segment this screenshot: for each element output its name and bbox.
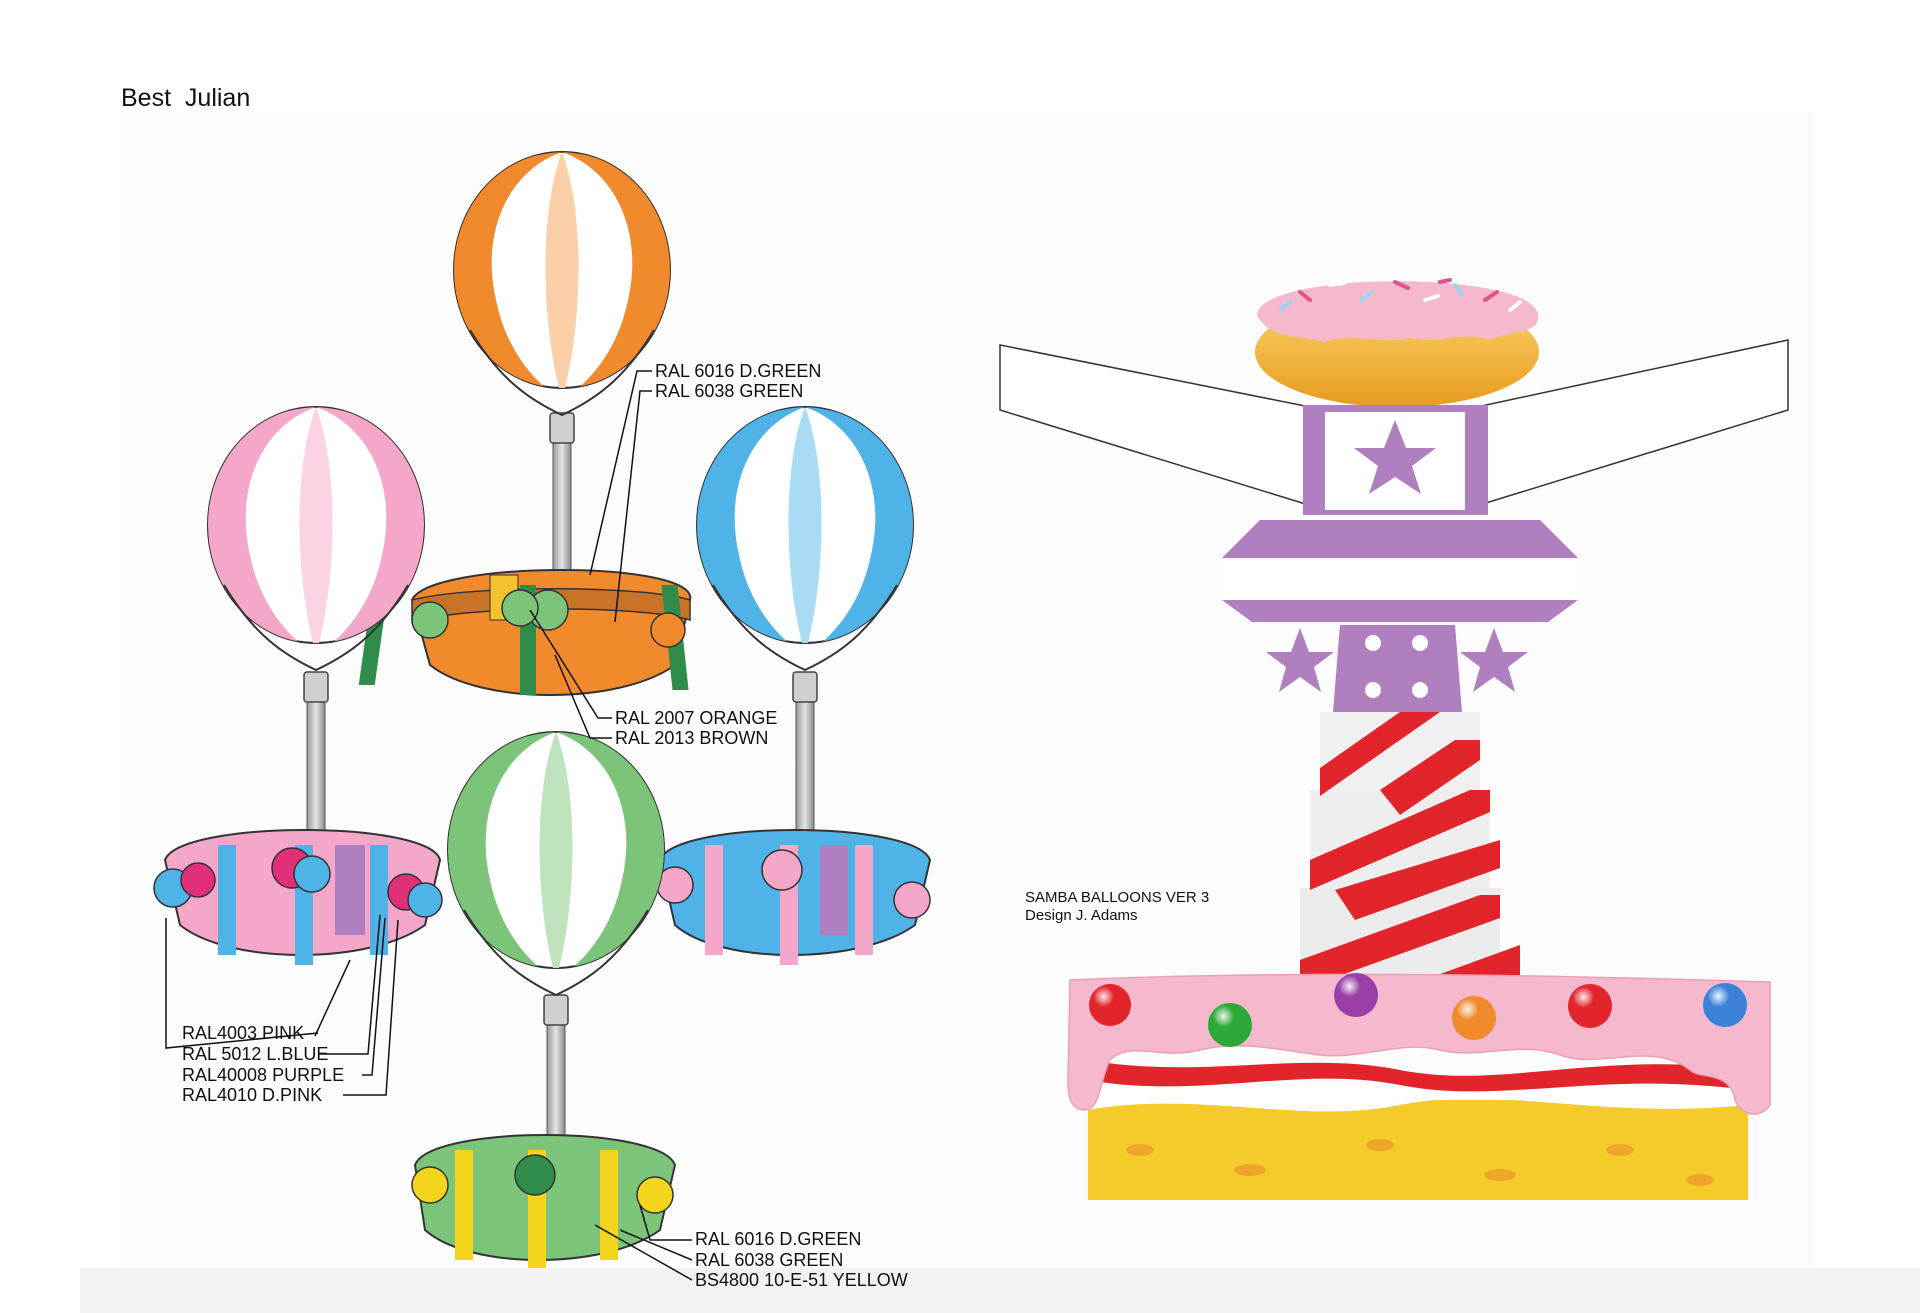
pink-balloon-callouts: RAL4003 PINK RAL 5012 L.BLUE RAL40008 PU…: [182, 1023, 344, 1105]
lower-plate: [1222, 600, 1578, 622]
callout-green-2: RAL 6038 GREEN: [695, 1250, 843, 1270]
upper-plate: [1222, 520, 1578, 558]
star-icon: [1354, 420, 1436, 494]
callout-leader-lines: [165, 370, 693, 1281]
cake-base-illustration: [1067, 973, 1771, 1200]
star-icon: [1460, 628, 1528, 692]
callout-green-1: RAL 6016 D.GREEN: [695, 1229, 861, 1249]
star-icon: [1266, 628, 1334, 692]
page-heading: Best Julian: [121, 84, 251, 112]
centre-column-illustration: [999, 278, 1789, 1200]
orange-balloon-callouts: RAL 6016 D.GREEN RAL 6038 GREEN RAL 2007…: [615, 361, 821, 748]
green-balloon-illustration: [411, 731, 677, 1268]
callout-pink-1: RAL4003 PINK: [182, 1023, 304, 1043]
callout-pink-4: RAL4010 D.PINK: [182, 1085, 322, 1105]
bottom-band: [80, 1268, 1920, 1313]
candy-stripe-pole: [1282, 712, 1520, 1026]
callout-orange-4: RAL 2013 BROWN: [615, 728, 768, 748]
callout-orange-2: RAL 6038 GREEN: [655, 381, 803, 401]
callout-orange-3: RAL 2007 ORANGE: [615, 708, 777, 728]
callout-pink-3: RAL40008 PURPLE: [182, 1065, 344, 1085]
pink-balloon-illustration: [153, 406, 443, 965]
callout-orange-1: RAL 6016 D.GREEN: [655, 361, 821, 381]
callout-pink-2: RAL 5012 L.BLUE: [182, 1044, 328, 1064]
blue-balloon-illustration: [656, 406, 932, 965]
design-title: SAMBA BALLOONS VER 3: [1025, 889, 1209, 906]
design-credit: Design J. Adams: [1025, 907, 1138, 924]
connector-block: [1333, 625, 1462, 712]
callout-green-3: BS4800 10-E-51 YELLOW: [695, 1270, 908, 1290]
orange-balloon-illustration: [358, 151, 692, 696]
green-balloon-callouts: RAL 6016 D.GREEN RAL 6038 GREEN BS4800 1…: [695, 1229, 908, 1290]
